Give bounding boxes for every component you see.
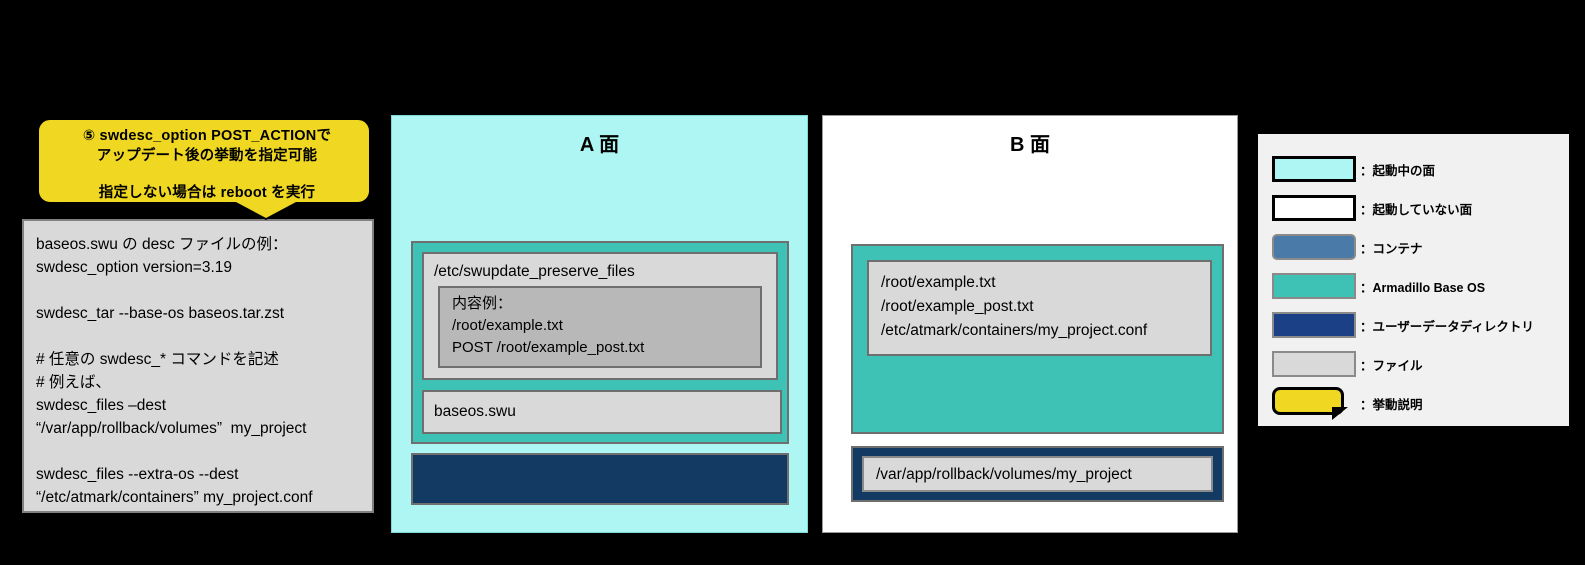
desc-line: “/var/app/rollback/volumes” my_project — [36, 420, 307, 437]
legend-swatch-container-icon — [1272, 234, 1356, 260]
legend-swatch-inactive-face-icon — [1272, 195, 1356, 221]
legend-label: ：挙動説明 — [1360, 397, 1423, 412]
legend-label: ：Armadillo Base OS — [1360, 280, 1486, 295]
legend-item-active-face: ：起動中の面 — [1272, 152, 1569, 186]
legend-item-file: ：ファイル — [1272, 347, 1569, 381]
panel-b-user-data-file-box: /var/app/rollback/volumes/my_project — [862, 456, 1213, 492]
legend-note-bubble — [1272, 387, 1344, 415]
panel-a-user-data-directory — [411, 453, 789, 505]
legend-panel: ：起動中の面 ：起動していない面 ：コンテナ ：Armadillo Base O… — [1258, 134, 1569, 426]
panel-a-swu-file-box: baseos.swu — [422, 390, 782, 434]
callout-line-3: 指定しない場合は reboot を実行 — [98, 185, 316, 201]
legend-swatch-note-icon — [1272, 387, 1356, 420]
desc-line: swdesc_option version=3.19 — [36, 259, 233, 276]
panel-b-title: B 面 — [1010, 134, 1050, 156]
preserve-content-line: 内容例： — [452, 295, 513, 312]
panel-b-file-line: /root/example.txt — [881, 274, 996, 291]
legend-item-inactive-face: ：起動していない面 — [1272, 191, 1569, 225]
panel-b-user-data-file-name: /var/app/rollback/volumes/my_project — [876, 466, 1132, 483]
callout-line-1: ⑤ swdesc_option POST_ACTIONで — [82, 128, 332, 144]
desc-line: baseos.swu の desc ファイルの例： — [36, 236, 288, 253]
panel-a-preserve-files-name: /etc/swupdate_preserve_files — [434, 263, 635, 280]
panel-b-face: B 面 /root/example.txt /root/example_post… — [822, 115, 1238, 533]
legend-label: ：起動中の面 — [1360, 163, 1436, 178]
desc-spacer — [36, 325, 362, 348]
desc-line: swdesc_tar --base-os baseos.tar.zst — [36, 305, 285, 322]
panel-a-preserve-files-box: /etc/swupdate_preserve_files 内容例： /root/… — [422, 252, 778, 380]
legend-note-tail-icon — [1332, 407, 1348, 420]
panel-a-preserve-files-content: 内容例： /root/example.txt POST /root/exampl… — [438, 286, 762, 368]
panel-a-swu-file-name: baseos.swu — [434, 403, 516, 420]
panel-a-face: A 面 /etc/swupdate_preserve_files 内容例： /r… — [391, 115, 808, 533]
desc-line: “/etc/atmark/containers” my_project.conf — [36, 489, 313, 506]
legend-label: ：起動していない面 — [1360, 202, 1473, 217]
panel-a-base-os-container: /etc/swupdate_preserve_files 内容例： /root/… — [411, 241, 789, 444]
legend-label: ：コンテナ — [1360, 241, 1423, 256]
legend-label: ：ファイル — [1360, 358, 1423, 373]
preserve-content-line: POST /root/example_post.txt — [452, 339, 645, 356]
desc-line: # 例えば、 — [36, 374, 111, 391]
legend-item-container: ：コンテナ — [1272, 230, 1569, 264]
callout-text: ⑤ swdesc_option POST_ACTIONで アップデート後の挙動を… — [39, 126, 375, 203]
preserve-content-line: /root/example.txt — [452, 317, 563, 334]
callout-line-2: アップデート後の挙動を指定可能 — [96, 148, 318, 164]
desc-file-example-box: baseos.swu の desc ファイルの例： swdesc_option … — [22, 219, 374, 513]
legend-item-base-os: ：Armadillo Base OS — [1272, 269, 1569, 303]
legend-swatch-file-icon — [1272, 351, 1356, 377]
panel-b-user-data-directory: /var/app/rollback/volumes/my_project — [851, 446, 1224, 502]
callout-tail-icon — [236, 202, 296, 218]
legend-swatch-active-face-icon — [1272, 156, 1356, 182]
desc-spacer — [36, 279, 362, 302]
panel-b-file-line: /root/example_post.txt — [881, 298, 1034, 315]
legend-swatch-user-data-icon — [1272, 312, 1356, 338]
legend-item-user-data: ：ユーザーデータディレクトリ — [1272, 308, 1569, 342]
legend-label: ：ユーザーデータディレクトリ — [1360, 319, 1534, 334]
desc-spacer — [36, 440, 362, 463]
panel-b-base-os-container: /root/example.txt /root/example_post.txt… — [851, 244, 1224, 434]
post-action-callout: ⑤ swdesc_option POST_ACTIONで アップデート後の挙動を… — [36, 117, 372, 205]
panel-a-title: A 面 — [579, 134, 620, 156]
legend-swatch-base-os-icon — [1272, 273, 1356, 299]
desc-line: swdesc_files –dest — [36, 397, 167, 414]
desc-line: # 任意の swdesc_* コマンドを記述 — [36, 351, 279, 368]
legend-item-note: ：挙動説明 — [1272, 386, 1569, 420]
panel-b-files-box: /root/example.txt /root/example_post.txt… — [867, 260, 1212, 356]
desc-line: swdesc_files --extra-os --dest — [36, 466, 239, 483]
panel-b-file-line: /etc/atmark/containers/my_project.conf — [881, 322, 1148, 339]
